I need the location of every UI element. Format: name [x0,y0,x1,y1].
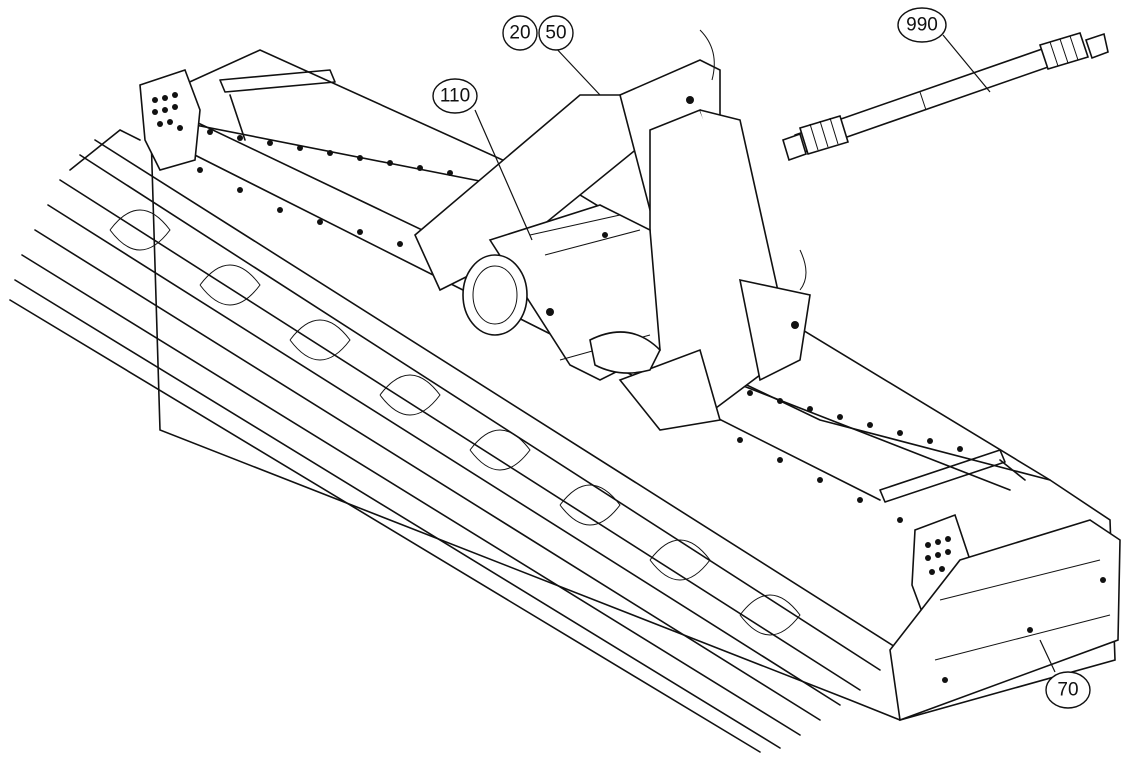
callout-50: 50 [538,15,574,51]
callout-50-label: 50 [545,23,566,44]
callout-990-label: 990 [906,15,938,36]
callout-110: 110 [432,78,478,114]
gearbox [462,204,661,381]
callout-990: 990 [897,7,947,43]
frame-bolt-row-upper [177,125,963,452]
leaders [474,34,1056,673]
left-end-plate [139,68,201,171]
callout-70: 70 [1045,671,1091,709]
side-guard [889,519,1121,722]
pto-shaft [782,32,1109,162]
hitch-headstock [414,29,811,431]
callout-20-label: 20 [509,23,530,44]
callout-20: 20 [502,15,538,51]
top-rods [219,69,1026,503]
callout-70-label: 70 [1057,680,1078,701]
roller-cage [9,129,901,753]
callout-110-label: 110 [440,86,470,107]
